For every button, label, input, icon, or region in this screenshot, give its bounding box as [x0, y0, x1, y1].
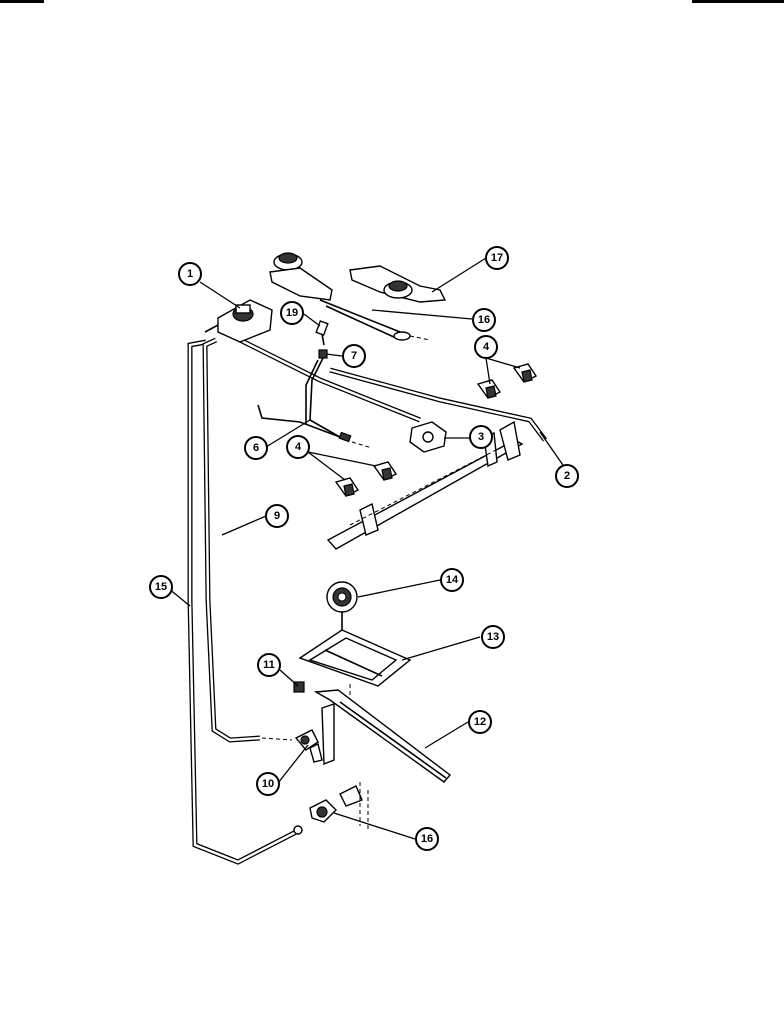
svg-text:19: 19: [286, 307, 298, 319]
svg-text:2: 2: [564, 470, 570, 482]
svg-text:13: 13: [487, 631, 499, 643]
callout-12: 12: [468, 710, 492, 734]
callout-15: 15: [149, 575, 173, 599]
callout-6: 6: [244, 436, 268, 460]
svg-text:3: 3: [478, 431, 484, 443]
svg-text:16: 16: [421, 833, 433, 845]
callout-1: 1: [178, 262, 202, 286]
svg-text:10: 10: [262, 778, 274, 790]
callout-19: 19: [280, 301, 304, 325]
callout-4-upper: 4: [474, 335, 498, 359]
callout-9: 9: [265, 504, 289, 528]
burner-head-left: [269, 252, 431, 341]
callout-17: 17: [485, 246, 509, 270]
orifice-3: [409, 421, 447, 453]
burner-head-right: [349, 265, 447, 303]
callout-16-upper: 16: [472, 308, 496, 332]
leader-lines: [167, 257, 566, 840]
burner-cap-14: [326, 581, 358, 613]
top-left-corner-mark: [0, 0, 44, 3]
fitting-7: [305, 349, 346, 441]
callout-16-lower: 16: [415, 827, 439, 851]
orifice-4-lower: [334, 461, 398, 497]
svg-text:1: 1: [187, 268, 193, 280]
svg-text:9: 9: [274, 510, 280, 522]
svg-text:4: 4: [295, 441, 302, 453]
burner-tube-12: [313, 689, 452, 783]
valve-1: [204, 299, 273, 343]
tube-15: [187, 339, 303, 865]
callout-7: 7: [342, 344, 366, 368]
svg-text:12: 12: [474, 716, 486, 728]
fitting-19: [315, 320, 329, 346]
svg-text:14: 14: [446, 574, 459, 586]
svg-text:11: 11: [263, 659, 275, 671]
svg-text:4: 4: [483, 341, 490, 353]
svg-text:17: 17: [491, 252, 503, 264]
callout-2: 2: [555, 464, 579, 488]
spreader-13: [298, 629, 412, 700]
callout-3: 3: [469, 425, 493, 449]
svg-text:6: 6: [253, 442, 259, 454]
svg-text:7: 7: [351, 350, 357, 362]
callout-13: 13: [481, 625, 505, 649]
manifold-pipe-2: [218, 327, 547, 550]
igniter-16: [309, 782, 369, 830]
callout-14: 14: [440, 568, 464, 592]
callout-11: 11: [257, 653, 281, 677]
lead-6: [257, 404, 373, 449]
svg-text:15: 15: [155, 581, 167, 593]
orifice-4-upper: [476, 363, 538, 399]
callout-10: 10: [256, 772, 280, 796]
top-right-corner-mark: [692, 0, 784, 3]
valve-10: [294, 729, 323, 763]
clip-11: [293, 681, 305, 693]
callout-4-lower: 4: [286, 435, 310, 459]
tube-9: [202, 337, 293, 743]
svg-text:16: 16: [478, 314, 490, 326]
